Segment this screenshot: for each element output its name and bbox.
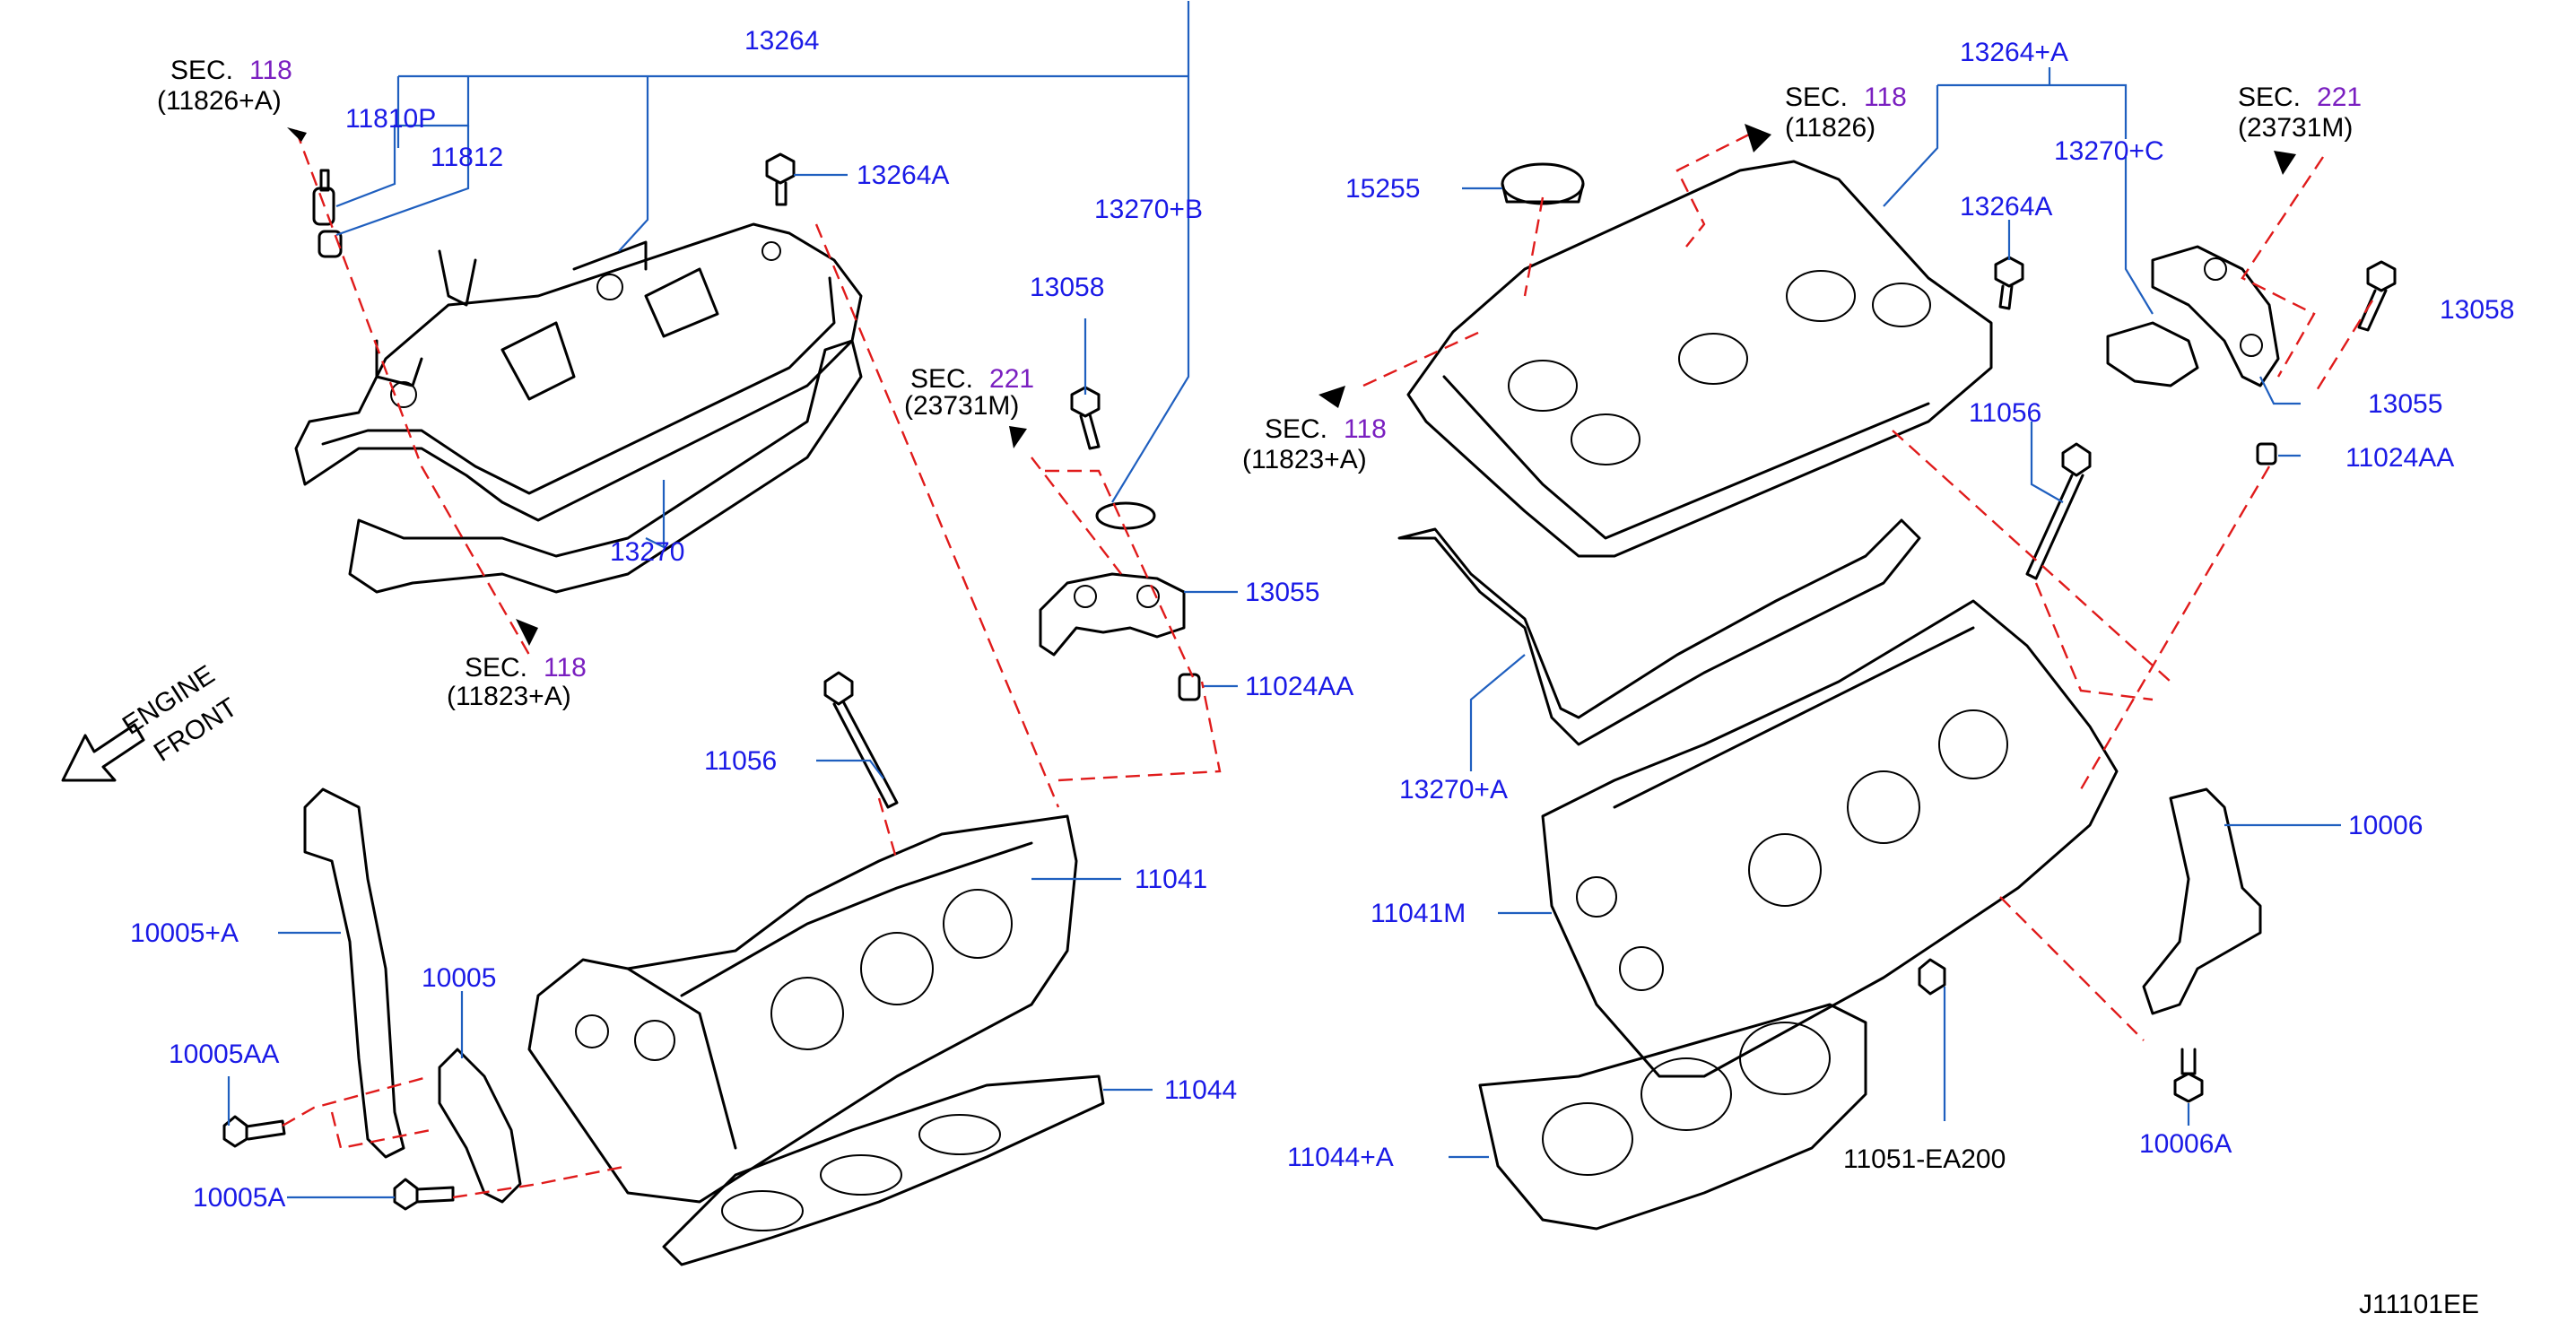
dowel-11024aa-left: [1178, 673, 1201, 701]
part-label-13270b[interactable]: 13270+B: [1094, 195, 1203, 224]
part-label-11056-right[interactable]: 11056: [1969, 398, 2041, 428]
cylinder-head-11041: [527, 814, 1078, 1204]
part-label-11041m[interactable]: 11041M: [1371, 899, 1466, 928]
bolt-13264a-left: [765, 152, 796, 206]
part-label-13270c[interactable]: 13270+C: [2054, 136, 2164, 166]
part-label-13264[interactable]: 13264: [744, 26, 819, 56]
part-label-11044a[interactable]: 11044+A: [1287, 1143, 1394, 1172]
part-label-13264a-left[interactable]: 13264A: [857, 161, 949, 190]
section-ref-5[interactable]: SEC.118: [1265, 414, 1387, 444]
leaders-left: [227, 1, 1238, 1199]
part-label-10005a[interactable]: 10005A: [193, 1183, 285, 1213]
part-label-11812[interactable]: 11812: [431, 143, 503, 172]
part-label-13055-left[interactable]: 13055: [1245, 578, 1319, 607]
cam-sensor-13055-left: [1039, 572, 1186, 657]
bracket-10005a: [303, 787, 405, 1159]
part-label-13055-right[interactable]: 13055: [2368, 389, 2442, 419]
head-bolt-11056-right: [2025, 442, 2092, 580]
part-label-13270[interactable]: 13270: [610, 537, 684, 567]
section-ref-6[interactable]: SEC.221: [2238, 83, 2362, 112]
part-label-13270a[interactable]: 13270+A: [1399, 775, 1508, 805]
head-gasket-11044: [662, 1074, 1105, 1266]
part-label-11810p[interactable]: 11810P: [345, 104, 436, 134]
cam-sensor-13055-right: [2151, 245, 2280, 387]
cylinder-head-11041m: [1541, 599, 2119, 1078]
section-arrow-4: [1745, 124, 1771, 152]
section-ref-4-sub: (11826): [1785, 113, 1875, 143]
part-label-15255[interactable]: 15255: [1345, 174, 1420, 204]
part-label-13058-left[interactable]: 13058: [1030, 273, 1104, 302]
leaders-right: [1449, 67, 2341, 1159]
plug-11051: [1918, 958, 1946, 996]
head-gasket-11044a: [1478, 1003, 1867, 1231]
part-label-13264a-plus[interactable]: 13264+A: [1960, 38, 2068, 67]
section-arrow-6: [2274, 151, 2296, 175]
rocker-cover-gasket-left: [348, 339, 863, 594]
section-arrow-5: [1318, 386, 1345, 408]
bolt-10005aa: [222, 1115, 286, 1148]
dashed-lines-left: [282, 129, 1222, 1199]
part-label-11041[interactable]: 11041: [1135, 865, 1207, 894]
part-label-10005[interactable]: 10005: [422, 963, 496, 993]
part-label-13264a-right[interactable]: 13264A: [1960, 192, 2052, 222]
dashed-lines-right: [1362, 133, 2374, 1041]
section-ref-3[interactable]: SEC.221: [910, 364, 1034, 394]
bolt-13264a-right: [1994, 256, 2024, 310]
bracket-10006: [2142, 787, 2262, 1015]
diagram-id: J11101EE: [2359, 1290, 2479, 1319]
engine-front-arrow: [61, 723, 145, 782]
section-arrow-1: [287, 127, 307, 142]
section-ref-2[interactable]: SEC.118: [465, 653, 587, 683]
bolt-10006a: [2173, 1048, 2204, 1103]
part-label-10005aa[interactable]: 10005AA: [169, 1040, 279, 1069]
rocker-cover-gasket-right: [1397, 518, 1921, 746]
part-label-10006[interactable]: 10006: [2348, 811, 2423, 840]
part-label-10005a-plus[interactable]: 10005+A: [130, 918, 239, 948]
part-label-11024aa-right[interactable]: 11024AA: [2345, 443, 2454, 473]
section-arrow-2: [516, 619, 538, 646]
part-label-10006a[interactable]: 10006A: [2139, 1129, 2232, 1159]
part-label-11051[interactable]: 11051-EA200: [1843, 1144, 2006, 1174]
part-label-11024aa-left[interactable]: 11024AA: [1245, 672, 1353, 701]
bolt-13058-left: [1070, 386, 1101, 450]
section-arrow-3: [1009, 426, 1027, 448]
section-ref-2-sub: (11823+A): [447, 682, 571, 711]
rocker-cover-left: [294, 222, 863, 522]
section-ref-3-sub: (23731M): [904, 391, 1019, 421]
pcv-valve: [312, 169, 343, 258]
bolt-10005a: [393, 1178, 455, 1211]
bracket-10005: [438, 1048, 522, 1204]
section-ref-1[interactable]: SEC.118: [170, 56, 292, 85]
part-label-13058-right[interactable]: 13058: [2440, 295, 2514, 325]
seal-13270c: [2106, 321, 2199, 387]
section-ref-4[interactable]: SEC.118: [1785, 83, 1907, 112]
section-ref-1-sub: (11826+A): [157, 86, 282, 116]
dowel-11024aa-right: [2256, 442, 2277, 465]
seal-13270b: [1095, 501, 1156, 530]
bolt-13058-right: [2357, 260, 2397, 332]
rocker-cover-right: [1406, 160, 1993, 558]
section-ref-6-sub: (23731M): [2238, 113, 2353, 143]
head-bolt-11056-left: [823, 671, 899, 809]
section-ref-5-sub: (11823+A): [1242, 445, 1367, 474]
part-label-11044[interactable]: 11044: [1164, 1075, 1237, 1105]
part-label-11056-left[interactable]: 11056: [704, 746, 777, 776]
